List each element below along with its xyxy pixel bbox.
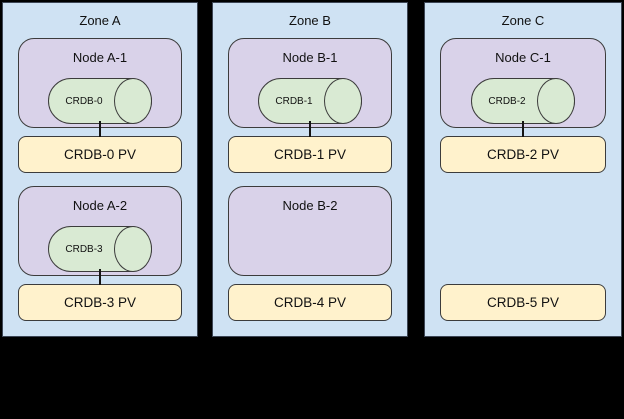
crdb-0-pv-label: CRDB-0 PV xyxy=(63,147,136,162)
crdb-2-pv-label: CRDB-2 PV xyxy=(486,147,559,162)
node-c1-pv-connector-line xyxy=(522,121,524,137)
zone-a-panel: Zone A Node A-1 CRDB-0 CRDB-0 PV Node A-… xyxy=(2,2,198,337)
crdb-3-pv-box: CRDB-3 PV xyxy=(18,284,182,321)
crdb-0-pv-box: CRDB-0 PV xyxy=(18,136,182,173)
node-a2-pv-connector-line xyxy=(99,269,101,285)
crdb-1-pv-label: CRDB-1 PV xyxy=(273,147,346,162)
node-c1-box: Node C-1 CRDB-2 xyxy=(440,38,606,128)
crdb-5-pv-label: CRDB-5 PV xyxy=(486,295,559,310)
cylinder-end-ellipse-icon xyxy=(114,78,152,124)
crdb-2-cylinder: CRDB-2 xyxy=(471,78,575,124)
crdb-3-pv-label: CRDB-3 PV xyxy=(63,295,136,310)
zone-c-title: Zone C xyxy=(501,13,545,28)
node-a2-label: Node A-2 xyxy=(72,198,128,213)
crdb-0-cylinder: CRDB-0 xyxy=(48,78,152,124)
zone-b-title: Zone B xyxy=(289,13,331,28)
zone-a-title: Zone A xyxy=(79,13,121,28)
cylinder-end-ellipse-icon xyxy=(114,226,152,272)
node-a2-box: Node A-2 CRDB-3 xyxy=(18,186,182,276)
node-b1-pv-connector-line xyxy=(309,121,311,137)
node-a1-pv-connector-line xyxy=(99,121,101,137)
cylinder-end-ellipse-icon xyxy=(324,78,362,124)
node-b2-label: Node B-2 xyxy=(282,198,338,213)
node-b1-label: Node B-1 xyxy=(282,50,338,65)
crdb-2-pv-box: CRDB-2 PV xyxy=(440,136,606,173)
crdb-1-pv-box: CRDB-1 PV xyxy=(228,136,392,173)
crdb-0-label: CRDB-0 xyxy=(65,95,103,107)
crdb-4-pv-box: CRDB-4 PV xyxy=(228,284,392,321)
crdb-1-label: CRDB-1 xyxy=(275,95,313,107)
node-c1-label: Node C-1 xyxy=(495,50,551,65)
crdb-2-label: CRDB-2 xyxy=(488,95,526,107)
crdb-1-cylinder: CRDB-1 xyxy=(258,78,362,124)
cylinder-end-ellipse-icon xyxy=(537,78,575,124)
crdb-5-pv-box: CRDB-5 PV xyxy=(440,284,606,321)
crdb-3-cylinder: CRDB-3 xyxy=(48,226,152,272)
crdb-4-pv-label: CRDB-4 PV xyxy=(273,295,346,310)
node-b2-box: Node B-2 xyxy=(228,186,392,276)
zone-c-panel: Zone C Node C-1 CRDB-2 CRDB-2 PV CRDB-5 … xyxy=(424,2,622,337)
node-a1-box: Node A-1 CRDB-0 xyxy=(18,38,182,128)
node-b1-box: Node B-1 CRDB-1 xyxy=(228,38,392,128)
node-a1-label: Node A-1 xyxy=(72,50,128,65)
crdb-3-label: CRDB-3 xyxy=(65,243,103,255)
zone-b-panel: Zone B Node B-1 CRDB-1 CRDB-1 PV Node B-… xyxy=(212,2,408,337)
